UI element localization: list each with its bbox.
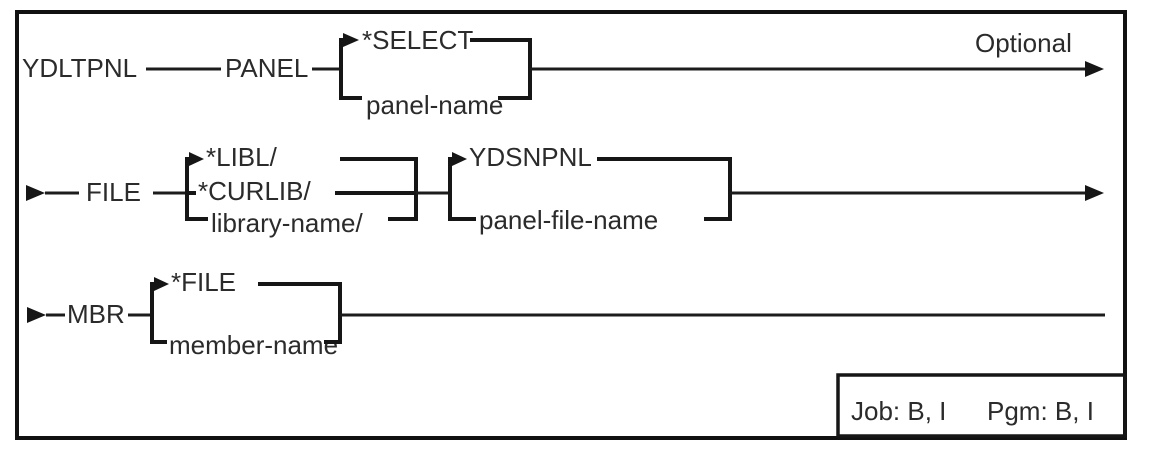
option-curlib: *CURLIB/ [198, 176, 311, 206]
option-member-name: member-name [169, 330, 338, 360]
panel-branch-open-bracket [339, 38, 362, 100]
default-option-arrow-icon [154, 277, 169, 291]
row-start-arrow-icon [27, 307, 46, 323]
option-libl: *LIBL/ [206, 142, 278, 172]
row-mbr: MBR *FILE member-name [27, 267, 1105, 360]
option-panel-file-name: panel-file-name [479, 205, 658, 235]
continue-arrow-icon [1085, 185, 1104, 201]
option-panel-name: panel-name [366, 90, 503, 120]
pgm-environment-label: Pgm: B, I [987, 396, 1094, 426]
mbr-branch-close-bracket [258, 282, 342, 344]
option-file-default: *FILE [171, 267, 236, 297]
environment-box: Job: B, I Pgm: B, I [836, 373, 1127, 438]
default-option-arrow-icon [343, 33, 359, 47]
row-file: FILE *LIBL/ *CURLIB/ library-name/ YDSNP… [26, 142, 1104, 238]
option-select: *SELECT [362, 25, 473, 55]
job-environment-label: Job: B, I [851, 396, 946, 426]
row-panel: YDLTPNL PANEL *SELECT panel-name Optiona… [22, 25, 1104, 120]
command-name: YDLTPNL [22, 53, 137, 83]
library-branch-close-bracket [335, 157, 418, 221]
option-ydsnpnl: YDSNPNL [469, 142, 592, 172]
default-option-arrow-icon [452, 152, 467, 166]
continue-arrow-icon [1085, 61, 1104, 77]
default-option-arrow-icon [189, 152, 204, 166]
diagram-border [15, 10, 1127, 440]
panelfile-branch-close-bracket [597, 157, 732, 221]
row-start-arrow-icon [26, 185, 45, 201]
param-panel-keyword: PANEL [225, 53, 308, 83]
param-mbr-keyword: MBR [67, 299, 125, 329]
param-file-keyword: FILE [86, 177, 141, 207]
mbr-branch-open-bracket [150, 282, 167, 344]
environment-box-border [836, 373, 1127, 438]
option-library-name: library-name/ [211, 208, 363, 238]
optional-label: Optional [975, 28, 1072, 58]
